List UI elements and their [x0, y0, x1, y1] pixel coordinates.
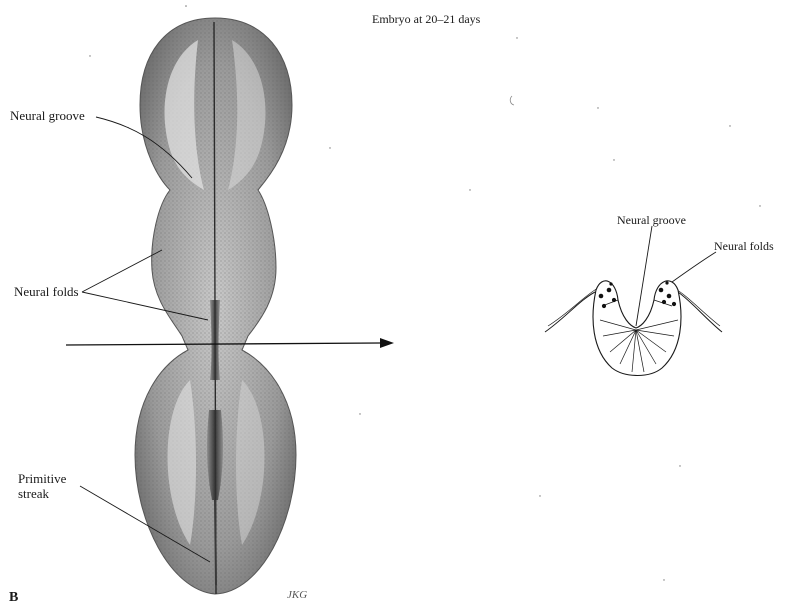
artist-signature: JKG	[287, 588, 307, 603]
label-neural-groove-right: Neural groove	[617, 213, 686, 228]
embryo-dorsal-view	[135, 18, 296, 594]
label-primitive-streak-line1: Primitive	[18, 471, 66, 486]
figure-title: Embryo at 20–21 days	[372, 12, 480, 27]
panel-letter: B	[9, 590, 18, 605]
label-neural-folds-right: Neural folds	[714, 239, 774, 254]
ectoderm-right	[678, 292, 722, 332]
label-neural-groove-left: Neural groove	[10, 108, 85, 123]
ectoderm-left	[545, 292, 595, 332]
label-neural-folds-left: Neural folds	[14, 284, 79, 299]
label-primitive-streak-line2: streak	[18, 486, 49, 501]
neural-groove-cross-section	[545, 226, 722, 376]
primitive-streak	[215, 500, 216, 585]
